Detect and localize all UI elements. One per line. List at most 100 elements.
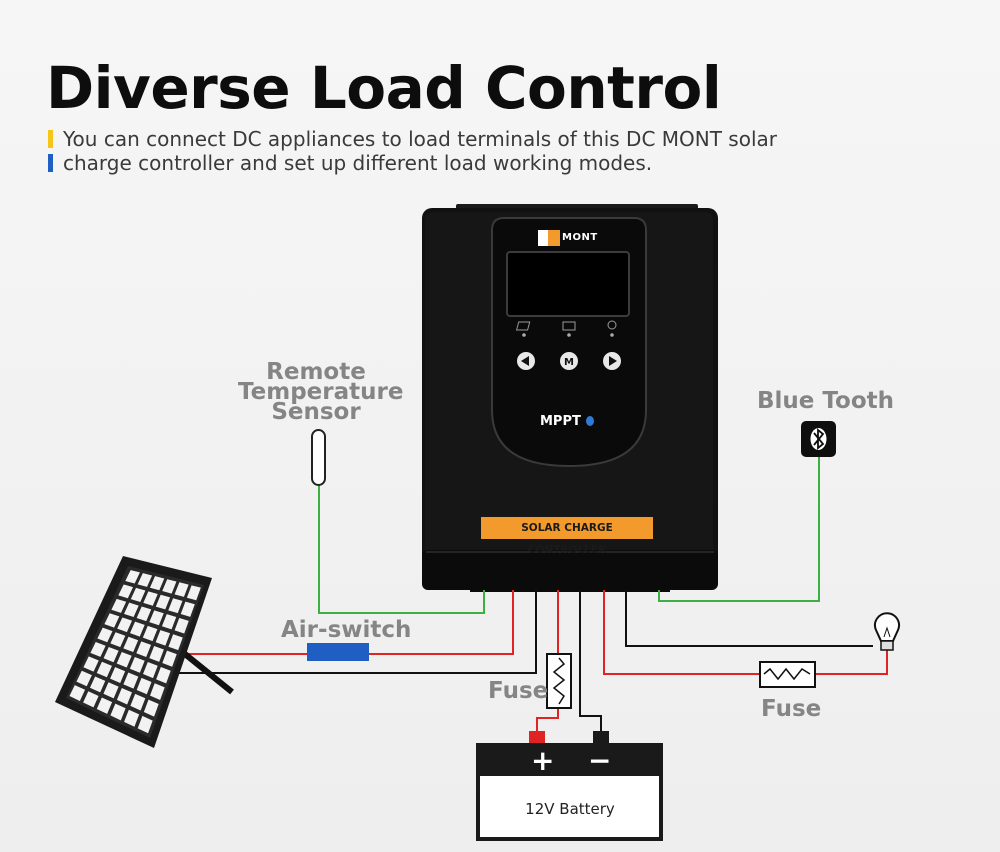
solar-cell: [180, 601, 195, 617]
solar-cell: [123, 672, 139, 689]
battery-minus-sign: −: [588, 744, 612, 777]
solar-cell: [149, 576, 165, 591]
solar-cell: [136, 606, 152, 622]
solar-cell: [156, 666, 171, 684]
bluetooth-small-icon: [586, 416, 594, 426]
load-fuse-label: Fuse: [761, 696, 822, 722]
solar-cell: [103, 646, 119, 663]
left-arrow-button[interactable]: [517, 352, 535, 370]
page-title: Diverse Load Control: [46, 54, 722, 122]
temperature-probe: [311, 429, 326, 486]
solar-cell: [90, 641, 106, 657]
lcd-screen: [506, 251, 630, 317]
solar-cell: [155, 630, 171, 646]
solar-cell: [130, 693, 146, 711]
solar-cell: [110, 667, 126, 683]
battery-plus-sign: +: [531, 744, 555, 777]
solar-cell: [96, 661, 112, 678]
load-negative-wire: [625, 590, 873, 647]
solar-positive-wire: [177, 590, 514, 655]
solar-cell: [96, 697, 113, 714]
load-positive-wire-2: [815, 650, 888, 675]
battery-fuse-label: Fuse: [488, 678, 549, 704]
solar-cell: [89, 676, 106, 693]
yellow-accent-bar: [48, 130, 53, 148]
solar-cell: [76, 670, 92, 687]
solar-cell: [124, 709, 140, 727]
solar-cell: [129, 656, 145, 673]
solar-cell: [168, 598, 183, 614]
battery-positive-terminal: [529, 731, 545, 745]
sensor-label-line-1: Remote: [266, 359, 366, 385]
solar-cell: [83, 691, 99, 708]
solar-cells: [69, 570, 201, 734]
mode-button[interactable]: M: [560, 352, 578, 370]
solar-cell: [116, 688, 132, 705]
solar-cell: [186, 585, 201, 601]
solar-cell: [150, 683, 165, 700]
logo-d: [538, 230, 548, 246]
solar-cell: [143, 699, 159, 717]
solar-cell: [124, 602, 139, 618]
subtitle-text-2: charge controller and set up different l…: [63, 151, 653, 175]
solar-cell: [143, 661, 158, 679]
subtitle-line-2: charge controller and set up different l…: [48, 151, 652, 175]
solar-cell: [161, 614, 177, 630]
mppt-label: MPPT: [540, 414, 581, 429]
solar-cell: [155, 594, 171, 610]
brand-name: MONT: [562, 232, 598, 243]
solar-cell: [116, 651, 132, 668]
solar-cell: [111, 598, 127, 613]
controller-badge: SOLAR CHARGE CONTROLLER: [481, 517, 653, 556]
sensor-wire: [318, 484, 485, 614]
solar-cell: [168, 634, 183, 651]
bluetooth-wire: [658, 457, 820, 602]
solar-cell: [137, 573, 153, 587]
bluetooth-label: Blue Tooth: [757, 388, 895, 414]
solar-cell: [149, 610, 164, 626]
battery-negative-terminal: [593, 731, 609, 745]
sensor-label: Remote Temperature Sensor: [238, 359, 404, 425]
solar-cell: [174, 617, 189, 634]
solar-cell: [149, 646, 164, 662]
solar-cell: [162, 650, 177, 667]
solar-cell: [118, 584, 134, 599]
solar-panel: [55, 556, 234, 748]
charge-controller: M: [422, 204, 718, 592]
solar-cell: [69, 685, 86, 701]
solar-cell: [130, 621, 145, 637]
sensor-label-line-3: Sensor: [271, 399, 361, 425]
battery-fuse: [546, 653, 572, 709]
bulb-icon: [607, 320, 617, 337]
right-arrow-button[interactable]: [603, 352, 621, 370]
subtitle-text-1: You can connect DC appliances to load te…: [63, 127, 777, 151]
solar-cell: [83, 656, 99, 672]
solar-cell: [110, 632, 126, 648]
solar-cell: [123, 636, 139, 653]
solar-negative-wire: [160, 590, 537, 674]
logo-c: [548, 230, 560, 246]
solar-cell: [162, 579, 177, 594]
battery-positive-wire-bottom: [536, 708, 559, 733]
solar-cell: [142, 625, 158, 642]
subtitle-line-1: You can connect DC appliances to load te…: [48, 127, 777, 151]
solar-cell: [174, 582, 189, 597]
solar-cell: [137, 715, 153, 734]
solar-cell: [110, 703, 126, 721]
light-bulb-icon: [874, 612, 900, 651]
solar-cell: [103, 682, 119, 699]
air-switch-label: Air-switch: [281, 617, 412, 643]
sensor-label-line-2: Temperature: [238, 379, 404, 405]
solar-cell: [117, 617, 133, 633]
solar-cell: [130, 587, 146, 602]
battery-icon: [562, 321, 576, 337]
bluetooth-icon: [801, 421, 836, 457]
battery-label: 12V Battery: [525, 800, 615, 818]
load-fuse: [759, 661, 816, 688]
solar-panel-icon: [515, 321, 531, 337]
solar-cell: [97, 627, 113, 643]
battery-negative-wire: [579, 590, 602, 733]
blue-accent-bar: [48, 154, 53, 172]
